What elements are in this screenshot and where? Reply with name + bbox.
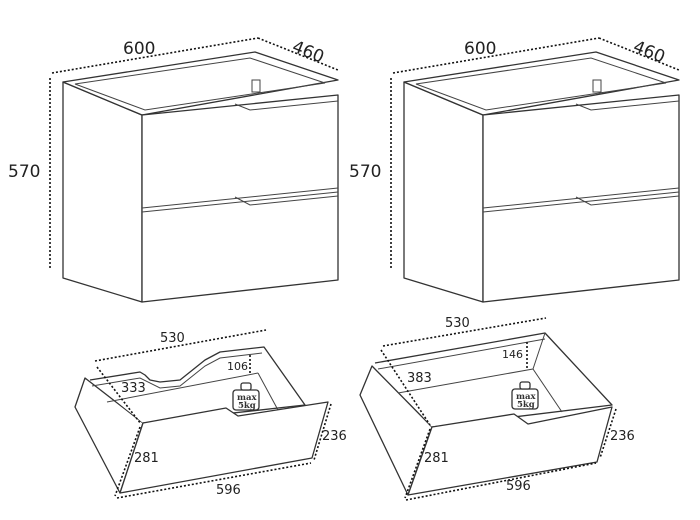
drawer-right-length-label: 530 — [445, 316, 470, 331]
drawer-left-side-height-label: 281 — [134, 451, 159, 466]
cabinet-left-height-label: 570 — [8, 162, 40, 182]
drawer-right-back-height-label: 146 — [502, 348, 523, 361]
cabinet-left-width-label: 600 — [123, 39, 155, 59]
cabinet-right-width-label: 600 — [464, 39, 496, 59]
drawer-right-front-height-label: 236 — [610, 429, 635, 444]
drawer-right-side-height-label: 281 — [424, 451, 449, 466]
weight-limit-line1: max — [516, 392, 537, 402]
drawer-right-front-width-label: 596 — [506, 479, 531, 494]
drawer-right: max 5kg 530 383 146 281 236 596 — [359, 316, 635, 501]
drawer-left-length-label: 530 — [160, 331, 185, 346]
cabinet-right-height-label: 570 — [349, 162, 381, 182]
cabinet-left: 600 460 570 — [8, 37, 339, 303]
drawer-left-inner-depth-label: 333 — [121, 381, 146, 396]
drawer-left-notch-height-label: 106 — [227, 360, 248, 373]
drawer-right-inner-depth-label: 383 — [407, 371, 432, 386]
cabinet-left-depth-label: 460 — [289, 37, 327, 68]
weight-limit-line1: max — [237, 393, 258, 403]
drawer-left-front-width-label: 596 — [216, 483, 241, 498]
cabinet-right-depth-label: 460 — [630, 37, 668, 68]
weight-limit-line2: 5kg — [517, 400, 535, 410]
drawer-left-front-height-label: 236 — [322, 429, 347, 444]
weight-limit-icon: max 5kg — [511, 381, 539, 410]
weight-limit-icon: max 5kg — [232, 382, 260, 411]
drawer-left: max 5kg 530 333 106 281 236 596 — [74, 329, 347, 499]
weight-limit-line2: 5kg — [238, 401, 256, 411]
cabinet-right: 600 460 570 — [349, 37, 680, 303]
